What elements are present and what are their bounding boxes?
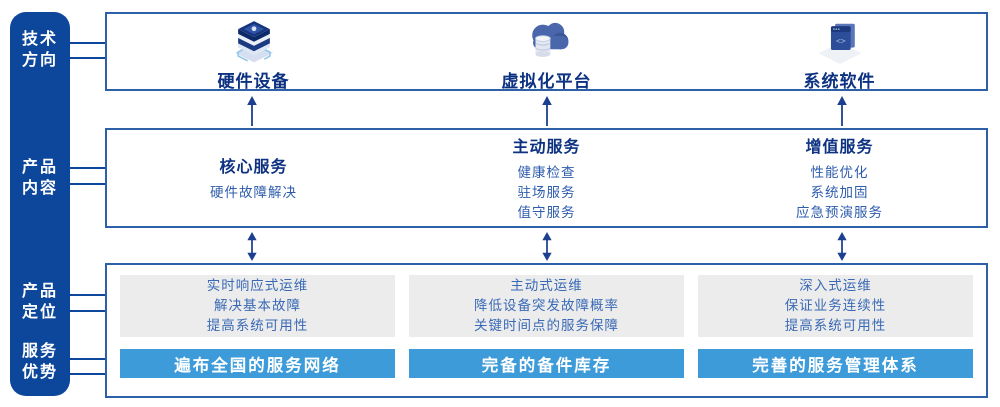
position-column-proactive: 主动式运维 降低设备突发故障概率 关键时间点的服务保障 完备的备件库存 [409, 275, 684, 378]
position-line: 提高系统可用性 [784, 318, 887, 333]
connector-line [62, 167, 108, 169]
sidebar-label-line: 产品 [21, 159, 58, 176]
connector-line [62, 57, 108, 59]
tech-direction-box: 硬件设备 虚拟化平台 [105, 12, 988, 91]
position-line: 解决基本故障 [214, 298, 301, 313]
service-heading: 增值服务 [805, 139, 874, 156]
connector-line [62, 358, 108, 360]
double-arrow [542, 232, 552, 261]
advantage-bar: 遍布全国的服务网络 [120, 349, 395, 378]
service-column-proactive: 主动服务 健康检查 驻场服务 值守服务 [400, 130, 693, 226]
position-line: 提高系统可用性 [206, 318, 309, 333]
tech-item-label: 系统软件 [803, 71, 876, 91]
service-item: 健康检查 [517, 165, 576, 180]
position-panel: 实时响应式运维 解决基本故障 提高系统可用性 [120, 275, 395, 337]
connector-line [62, 294, 108, 296]
sidebar-label-line: 服务 [21, 343, 58, 360]
position-column-deep: 深入式运维 保证业务连续性 提高系统可用性 完善的服务管理体系 [698, 275, 973, 378]
sidebar-label-line: 优势 [21, 364, 58, 381]
product-position-box: 实时响应式运维 解决基本故障 提高系统可用性 遍布全国的服务网络 主动式运维 降… [105, 263, 988, 398]
connector-line [62, 310, 108, 312]
position-panel: 主动式运维 降低设备突发故障概率 关键时间点的服务保障 [409, 275, 684, 337]
sidebar-label-line: 内容 [21, 180, 58, 197]
tech-item-system-software: <> 系统软件 [693, 12, 986, 92]
cloud-database-icon [531, 22, 568, 57]
sidebar-item-product-content: 产品 内容 [10, 157, 70, 199]
double-arrow [247, 232, 257, 261]
position-line: 降低设备突发故障概率 [474, 298, 619, 313]
service-heading: 核心服务 [219, 159, 288, 176]
up-arrow [247, 96, 257, 126]
sidebar-label-line: 定位 [21, 304, 58, 321]
software-window-icon: <> [818, 23, 861, 64]
connector-line [62, 42, 108, 44]
position-line: 关键时间点的服务保障 [474, 318, 619, 333]
sidebar-item-product-position: 产品 定位 [10, 281, 70, 323]
position-line: 实时响应式运维 [206, 278, 309, 293]
position-panel: 深入式运维 保证业务连续性 提高系统可用性 [698, 275, 973, 337]
svg-text:<>: <> [835, 35, 845, 45]
service-item: 驻场服务 [517, 185, 576, 200]
sidebar-label-line: 方向 [21, 52, 58, 69]
connector-line [62, 373, 108, 375]
tech-item-hardware: 硬件设备 [107, 12, 400, 92]
server-stack-icon [234, 20, 273, 62]
tech-item-virtualization: 虚拟化平台 [400, 12, 693, 92]
sidebar-item-tech-direction: 技术 方向 [10, 29, 70, 71]
service-column-core: 核心服务 硬件故障解决 [107, 130, 400, 226]
service-item: 性能优化 [810, 165, 869, 180]
double-arrow [837, 232, 847, 261]
service-item: 系统加固 [810, 185, 869, 200]
product-content-box: 核心服务 硬件故障解决 主动服务 健康检查 驻场服务 值守服务 增值服务 性能优… [105, 128, 988, 228]
position-line: 主动式运维 [510, 278, 583, 293]
tech-item-label: 硬件设备 [217, 71, 290, 91]
service-column-value-added: 增值服务 性能优化 系统加固 应急预演服务 [693, 130, 986, 226]
advantage-bar: 完善的服务管理体系 [698, 349, 973, 378]
advantage-bar: 完备的备件库存 [409, 349, 684, 378]
sidebar-item-service-advantage: 服务 优势 [10, 341, 70, 383]
service-item: 硬件故障解决 [210, 185, 297, 200]
up-arrow [837, 96, 847, 126]
sidebar-label-line: 产品 [21, 283, 58, 300]
position-line: 保证业务连续性 [784, 298, 887, 313]
service-item: 应急预演服务 [796, 205, 883, 220]
sidebar-label-line: 技术 [21, 31, 58, 48]
service-item: 值守服务 [517, 205, 576, 220]
connector-line [62, 183, 108, 185]
up-arrow [542, 96, 552, 126]
sidebar-rail [10, 12, 70, 396]
tech-item-label: 虚拟化平台 [501, 71, 592, 91]
service-heading: 主动服务 [512, 139, 581, 156]
position-line: 深入式运维 [799, 278, 872, 293]
position-column-realtime: 实时响应式运维 解决基本故障 提高系统可用性 遍布全国的服务网络 [120, 275, 395, 378]
